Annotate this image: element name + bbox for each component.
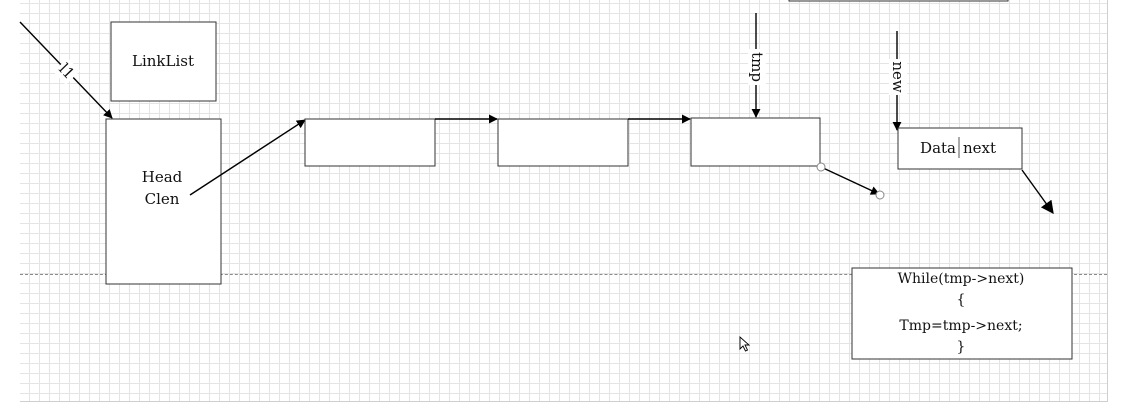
new-label: new: [889, 61, 907, 93]
data-field-label: Data: [920, 139, 956, 157]
head-to-node1-arrow[interactable]: [189, 119, 306, 196]
mouse-pointer-icon: [739, 335, 751, 352]
next-field-label: next: [963, 139, 996, 157]
list-node-1[interactable]: [304, 118, 436, 167]
list-node-3[interactable]: [690, 117, 821, 167]
code-line-3: Tmp=tmp->next;: [899, 318, 1022, 334]
tmp-label: tmp: [748, 52, 766, 82]
clen-label: Clen: [145, 190, 180, 208]
code-line-4: }: [957, 339, 966, 355]
head-node-box[interactable]: [105, 118, 222, 285]
data-next-box[interactable]: [897, 127, 1023, 170]
linklist-box[interactable]: [110, 21, 217, 102]
list-node-2[interactable]: [497, 118, 629, 167]
l1-label-group: l1: [53, 57, 81, 85]
node3-next-arrow[interactable]: [820, 166, 880, 195]
selection-handle-start[interactable]: [816, 162, 826, 172]
top-partial-box[interactable]: [788, 0, 1009, 2]
new-label-group: new: [889, 59, 907, 95]
code-line-2: {: [957, 292, 966, 308]
tmp-label-group: tmp: [748, 49, 766, 85]
head-label: Head: [142, 168, 183, 186]
selection-handle-end[interactable]: [875, 190, 885, 200]
page-break-line: [20, 274, 1107, 275]
new-node-next-arrow[interactable]: [1021, 169, 1054, 215]
linklist-label: LinkList: [132, 52, 194, 70]
code-box[interactable]: [851, 267, 1073, 360]
code-line-1: While(tmp->next): [898, 271, 1025, 287]
